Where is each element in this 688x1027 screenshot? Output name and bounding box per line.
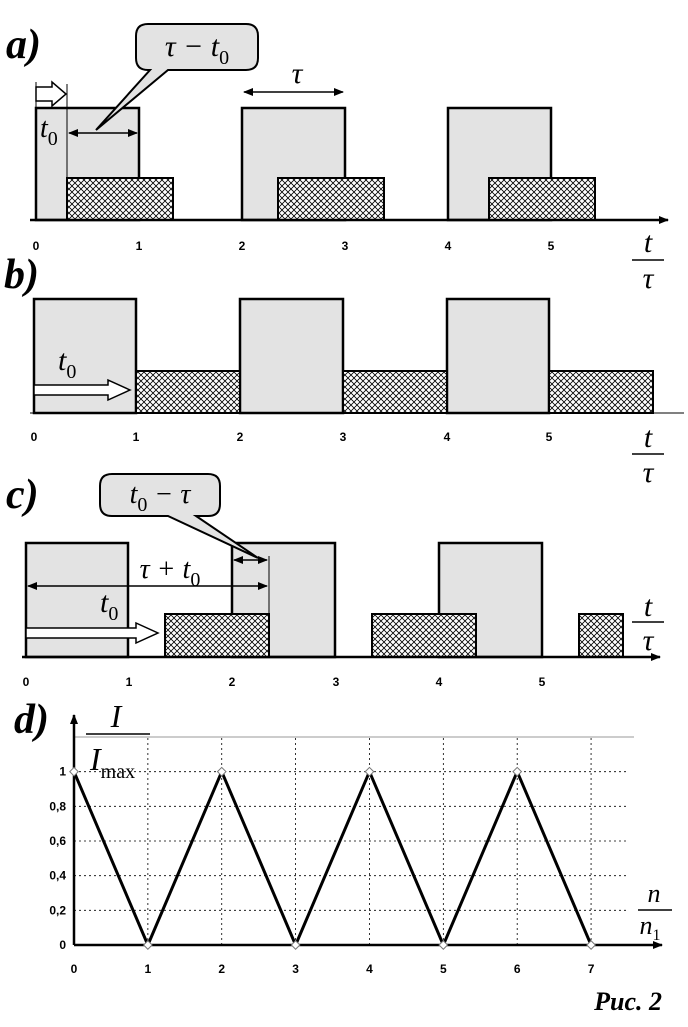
callout-a [95,23,259,131]
pulse-c-1 [24,541,130,659]
hatched-pulse-c-1 [164,613,270,658]
hatched-pulse-b-3 [548,370,654,414]
axis-b-num: t [644,421,653,454]
tick-c-5: 5 [539,675,546,689]
pulse-b-1 [32,297,138,415]
data-point-2 [216,766,227,777]
series-line-0 [72,767,593,949]
span-c-label: τ + t0 [140,554,201,591]
y-tick-2: 0,4 [49,869,66,883]
chart-ylabel: I Imax [86,698,150,783]
tick-c-4: 4 [436,675,443,689]
panel-b: b) 0 1 2 3 4 5 t τ t0 [4,252,684,489]
hatched-pulse-b-1 [135,370,241,414]
tick-b-1: 1 [133,430,140,444]
hatched-pulse-a-3 [488,177,596,221]
tick-c-1: 1 [126,675,133,689]
hatched-pulse-c-3 [578,613,624,658]
axis-c-den: τ [643,624,655,657]
ticks-b: 0 1 2 3 4 5 [31,430,553,444]
x-tick-0: 0 [71,962,78,976]
axis-b-den: τ [643,456,655,489]
chart-y-ticks: 0 0,2 0,4 0,6 0,8 1 [49,765,66,952]
chart-xlabel: n n1 [638,879,672,944]
data-point-6 [512,766,523,777]
hatched-pulse-a-2 [277,177,385,221]
x-tick-3: 3 [292,962,299,976]
pulse-b-3 [445,297,551,415]
data-point-0 [69,766,79,777]
y-tick-3: 0,6 [49,834,66,848]
data-point-5 [438,940,449,950]
ylabel-den: Imax [89,741,135,783]
data-point-4 [364,766,375,777]
chart-grid [70,714,663,949]
tick-b-4: 4 [444,430,451,444]
tick-c-0: 0 [23,675,30,689]
y-tick-0: 0 [59,938,66,952]
tick-a-1: 1 [136,239,143,253]
callout-a-text: τ − t0 [165,30,229,69]
xlabel-num: n [648,879,661,908]
t0-label-a: t0 [40,113,58,150]
hatched-pulse-c-2 [371,613,477,658]
tick-a-0: 0 [33,239,40,253]
panel-c-label: c) [6,472,39,518]
hatched-pulse-b-2 [342,370,448,414]
panel-b-label: b) [4,252,39,298]
callout-c-text: t0 − τ [130,479,192,516]
axis-c-num: t [644,590,653,623]
hollow-arrow-c [25,621,160,645]
tick-b-3: 3 [340,430,347,444]
panel-d-label: d) [14,697,49,743]
t0-label-b: t0 [58,344,76,383]
tick-b-0: 0 [31,430,38,444]
xlabel-den: n1 [640,911,661,944]
ylabel-num: I [110,698,123,734]
axis-a-den: τ [643,262,655,295]
axis-label-b: t τ [632,421,664,489]
panel-a: a) 0 1 2 3 4 5 t τ t0 [6,22,669,295]
tick-a-3: 3 [342,239,349,253]
tick-a-4: 4 [445,239,452,253]
tick-a-5: 5 [548,239,555,253]
hatched-pulse-a-1 [66,177,174,221]
y-tick-5: 1 [59,765,66,779]
x-tick-6: 6 [514,962,521,976]
pulse-b-2 [238,297,345,415]
x-tick-4: 4 [366,962,373,976]
y-tick-1: 0,2 [49,903,66,917]
ticks-c: 0 1 2 3 4 5 [23,675,546,689]
panel-a-label: a) [6,22,41,68]
ticks-a: 0 1 2 3 4 5 [33,239,555,253]
tick-c-3: 3 [333,675,340,689]
t0-label-c: t0 [100,586,118,625]
hollow-arrow-b [33,378,132,402]
axis-label-a: t τ [632,226,664,295]
x-tick-5: 5 [440,962,447,976]
panel-d: d) 0 0,2 0,4 0,6 0,8 1 0 1 2 3 4 5 6 7 I Imax n n1 [14,697,672,976]
y-tick-4: 0,8 [49,799,66,813]
chart-x-ticks: 0 1 2 3 4 5 6 7 [71,962,595,976]
data-point-7 [586,940,597,950]
callout-c [99,473,259,559]
panel-c: c) 0 1 2 3 4 5 t τ τ + t0 t0 − τ [6,472,664,689]
x-tick-1: 1 [145,962,152,976]
chart-series [69,766,597,950]
axis-a-num: t [644,226,653,259]
hollow-arrow-a [35,80,68,108]
axis-label-c: t τ [632,590,664,657]
pulse-c-3 [437,541,544,659]
figure-caption: Рис. 2 [593,987,662,1016]
data-point-1 [142,940,153,950]
tick-b-2: 2 [237,430,244,444]
tick-c-2: 2 [229,675,236,689]
tau-label-a: τ [292,57,304,90]
tick-a-2: 2 [239,239,246,253]
data-point-3 [290,940,301,950]
tick-b-5: 5 [546,430,553,444]
x-tick-2: 2 [218,962,225,976]
x-tick-7: 7 [588,962,595,976]
